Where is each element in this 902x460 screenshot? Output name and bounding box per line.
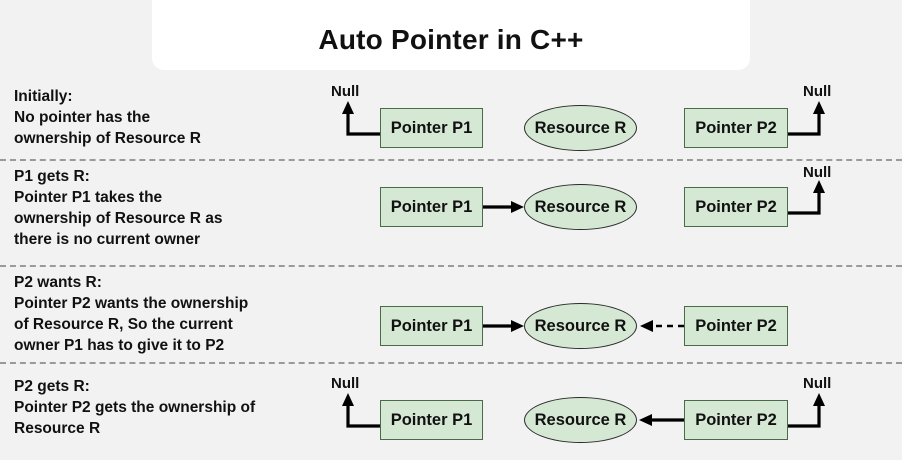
row-heading: P1 gets R: xyxy=(14,168,90,185)
row-body-line: Resource R xyxy=(14,420,101,437)
edge-p1-null xyxy=(342,393,382,428)
null-label-p2: Null xyxy=(803,83,832,100)
row-body-line: Pointer P1 takes the xyxy=(14,189,163,206)
node-pointer-p2: Pointer P2 xyxy=(684,306,788,346)
page-title: Auto Pointer in C++ xyxy=(318,24,584,55)
edge-p1-resource xyxy=(483,201,524,213)
row-body-line: there is no current owner xyxy=(14,231,201,248)
node-pointer-p1: Pointer P1 xyxy=(380,400,483,440)
node-pointer-p1: Pointer P1 xyxy=(380,108,483,148)
row-divider xyxy=(0,362,902,364)
row-body-line: Pointer P2 gets the ownership of xyxy=(14,399,256,416)
row-description: P1 gets R: Pointer P1 takes the ownershi… xyxy=(14,166,324,250)
node-pointer-p1: Pointer P1 xyxy=(380,306,483,346)
node-pointer-p2: Pointer P2 xyxy=(684,400,788,440)
row-p2-wants-r: P2 wants R: Pointer P2 wants the ownersh… xyxy=(0,272,902,362)
edge-p2-resource-dashed xyxy=(640,320,684,332)
row-body-line: owner P1 has to give it to P2 xyxy=(14,337,225,354)
row-description: P2 gets R: Pointer P2 gets the ownership… xyxy=(14,376,324,439)
node-resource-r: Resource R xyxy=(524,105,637,151)
row-heading: Initially: xyxy=(14,88,73,105)
row-body-line: of Resource R, So the current xyxy=(14,316,233,333)
row-body-line: No pointer has the xyxy=(14,109,151,126)
node-pointer-p2: Pointer P2 xyxy=(684,108,788,148)
row-heading: P2 wants R: xyxy=(14,274,102,291)
edge-p2-null xyxy=(788,393,825,428)
row-divider xyxy=(0,265,902,267)
row-p2-gets-r: P2 gets R: Pointer P2 gets the ownership… xyxy=(0,370,902,460)
null-label-p1: Null xyxy=(331,83,360,100)
edge-p2-null xyxy=(788,180,825,215)
row-body-line: ownership of Resource R as xyxy=(14,210,223,227)
row-description: P2 wants R: Pointer P2 wants the ownersh… xyxy=(14,272,324,356)
title-card: Auto Pointer in C++ xyxy=(152,0,750,70)
row-body-line: Pointer P2 wants the ownership xyxy=(14,295,249,312)
null-label-p2: Null xyxy=(803,375,832,392)
node-resource-r: Resource R xyxy=(524,303,637,349)
edge-p1-resource xyxy=(483,320,524,332)
node-resource-r: Resource R xyxy=(524,184,637,230)
edge-p2-null xyxy=(788,101,825,136)
edge-p1-null xyxy=(342,101,382,136)
row-description: Initially: No pointer has the ownership … xyxy=(14,86,324,149)
null-label-p1: Null xyxy=(331,375,360,392)
node-resource-r: Resource R xyxy=(524,397,637,443)
node-pointer-p1: Pointer P1 xyxy=(380,187,483,227)
edge-p2-resource xyxy=(639,414,684,426)
row-initially: Initially: No pointer has the ownership … xyxy=(0,83,902,159)
row-p1-gets-r: P1 gets R: Pointer P1 takes the ownershi… xyxy=(0,164,902,265)
null-label-p2: Null xyxy=(803,164,832,181)
row-body-line: ownership of Resource R xyxy=(14,130,201,147)
row-heading: P2 gets R: xyxy=(14,378,90,395)
node-pointer-p2: Pointer P2 xyxy=(684,187,788,227)
row-divider xyxy=(0,159,902,161)
